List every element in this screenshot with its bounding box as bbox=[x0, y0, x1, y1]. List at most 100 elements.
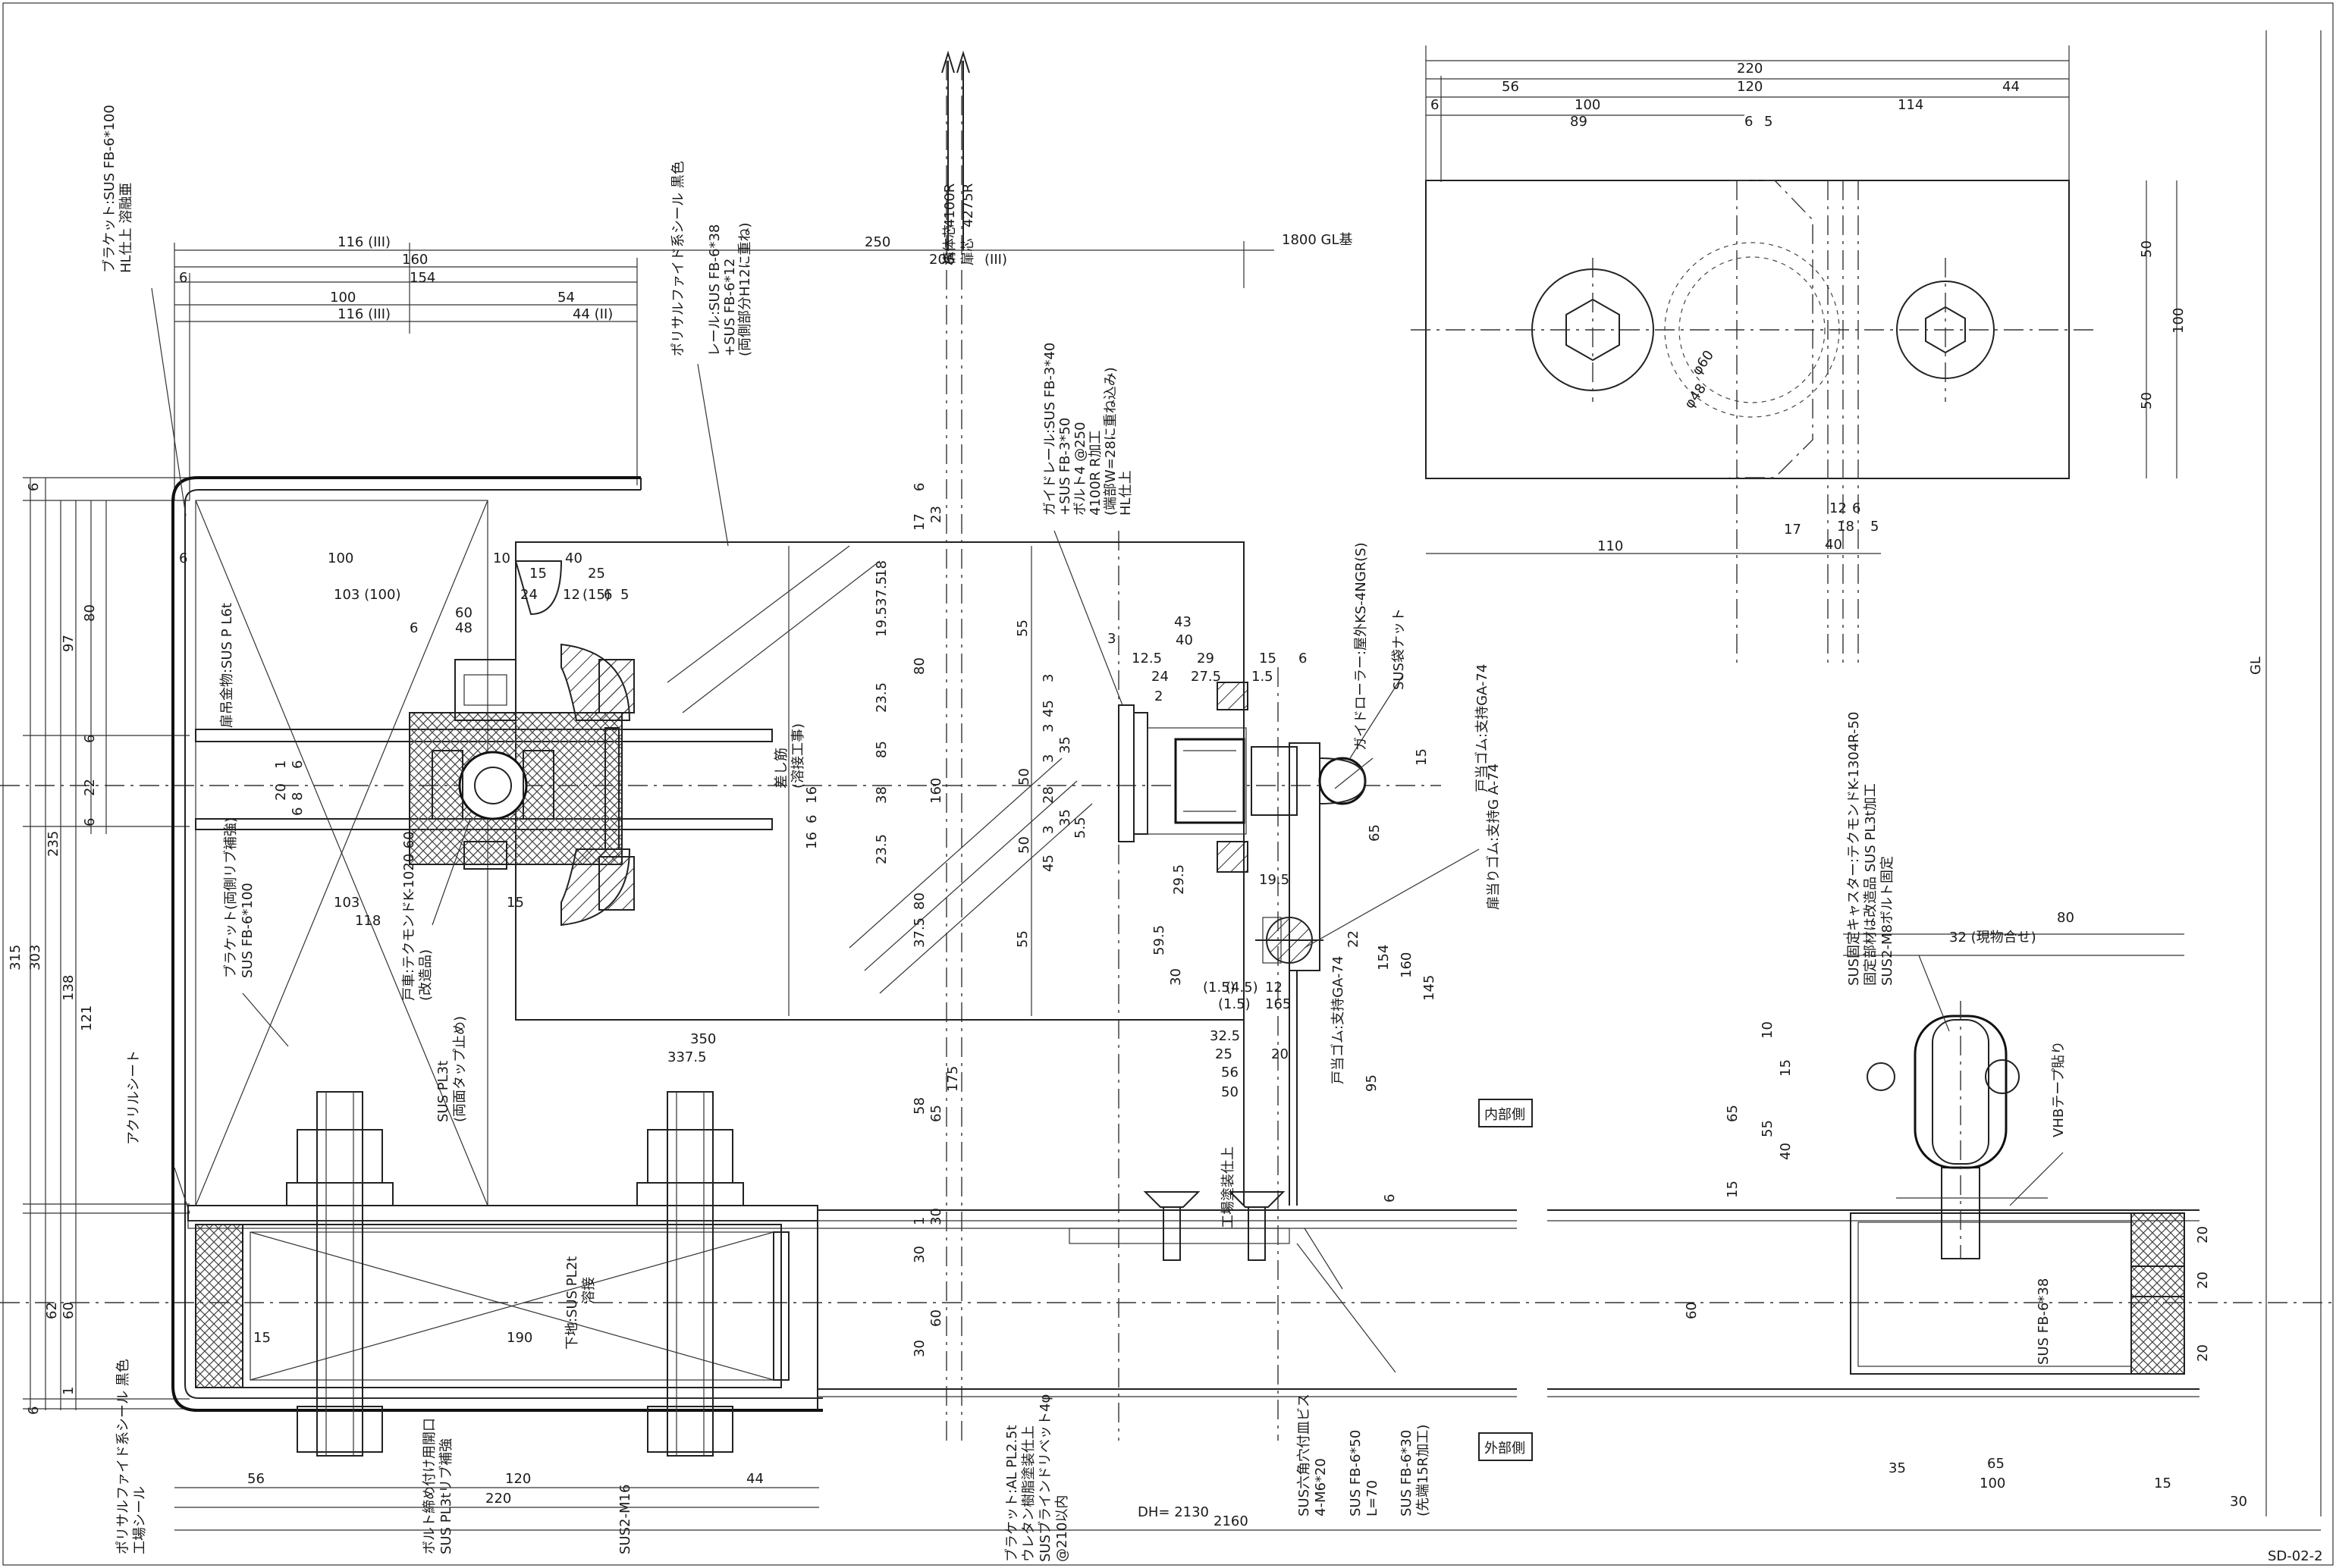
track-rails bbox=[818, 1191, 2199, 1397]
svg-text:175: 175 bbox=[945, 1066, 961, 1092]
svg-text:35: 35 bbox=[1889, 1460, 1906, 1476]
svg-text:44 (II): 44 (II) bbox=[573, 306, 613, 322]
svg-text:20: 20 bbox=[273, 783, 289, 801]
note-acrylic: アクリルシート bbox=[126, 1050, 142, 1145]
note-guide-roller: ガイドローラー:屋外KS-4NGR(S) bbox=[1353, 542, 1369, 751]
note-bottom-plate: 下地:SUS PL2t bbox=[564, 1256, 580, 1350]
left-vertical-dim-text: 6 97 80 6 235 22 6 315 303 138 121 62 60… bbox=[8, 483, 98, 1415]
svg-text:29.5: 29.5 bbox=[1171, 864, 1187, 895]
svg-text:37.5: 37.5 bbox=[874, 576, 890, 607]
svg-text:24: 24 bbox=[520, 587, 538, 603]
svg-text:100: 100 bbox=[330, 290, 356, 306]
svg-text:60: 60 bbox=[1684, 1302, 1700, 1319]
bolt-left bbox=[286, 1091, 394, 1457]
note-bolt-plate-1: ボルト締め付け用開口 bbox=[422, 1418, 438, 1554]
svg-text:30: 30 bbox=[2230, 1494, 2247, 1510]
svg-text:337.5: 337.5 bbox=[667, 1049, 707, 1065]
svg-text:80: 80 bbox=[912, 892, 928, 910]
svg-text:160: 160 bbox=[402, 252, 428, 268]
svg-text:50: 50 bbox=[1016, 836, 1032, 854]
note-bolt: SUS2-M16 bbox=[617, 1485, 633, 1554]
svg-text:16: 16 bbox=[804, 832, 820, 849]
top-dimensions bbox=[174, 241, 1274, 500]
svg-text:50: 50 bbox=[2139, 392, 2155, 409]
svg-text:138: 138 bbox=[61, 975, 77, 1001]
roller-vertical-dims: 3 45 3 35 3 50 28 35 3 45 5.5 50 bbox=[1016, 674, 1088, 872]
note-sus-nut: SUS袋ナット bbox=[1391, 608, 1407, 690]
svg-text:6: 6 bbox=[1744, 114, 1753, 130]
svg-text:12: 12 bbox=[563, 587, 580, 603]
radius-note-1: 構体芯 bbox=[942, 224, 958, 265]
bracket-frame-outer bbox=[171, 476, 823, 1412]
note-bracket2-1: ブラケット(両側リブ補強) bbox=[222, 817, 239, 978]
svg-text:25: 25 bbox=[588, 566, 605, 582]
bracket-frame-inner bbox=[184, 489, 823, 1399]
svg-text:56: 56 bbox=[247, 1471, 265, 1487]
svg-text:65: 65 bbox=[1367, 824, 1383, 842]
svg-text:303: 303 bbox=[27, 945, 43, 971]
svg-text:(15): (15) bbox=[582, 587, 611, 603]
svg-text:18: 18 bbox=[874, 560, 890, 578]
svg-text:6: 6 bbox=[26, 1406, 42, 1415]
note-plate-weld: 溶接 bbox=[581, 1277, 597, 1304]
svg-text:15: 15 bbox=[1259, 651, 1276, 666]
note-roller-1: 戸車:テクモンドK-1020-60 bbox=[401, 831, 417, 1001]
svg-text:220: 220 bbox=[485, 1491, 511, 1507]
svg-text:6: 6 bbox=[410, 620, 418, 636]
svg-text:100: 100 bbox=[1575, 97, 1600, 113]
note-rubber-2: 戸当ゴム:支持GA-74 bbox=[1330, 956, 1346, 1084]
svg-text:97: 97 bbox=[61, 635, 77, 652]
svg-text:20: 20 bbox=[2195, 1226, 2211, 1243]
svg-text:3: 3 bbox=[1041, 826, 1057, 834]
roller-area-dims: 3 43 40 12.5 29 27.5 15 6 1.5 24 2 bbox=[1107, 614, 1307, 704]
svg-text:6: 6 bbox=[179, 550, 187, 566]
svg-text:20: 20 bbox=[1271, 1046, 1289, 1062]
svg-text:3: 3 bbox=[1041, 754, 1057, 763]
svg-text:24: 24 bbox=[1151, 669, 1169, 685]
svg-text:110: 110 bbox=[1597, 538, 1623, 554]
svg-text:80: 80 bbox=[2057, 910, 2074, 926]
note-pl3t-2: (両面タップ止め) bbox=[452, 1016, 468, 1122]
note-poly-seal-bottom-1: ポリサルファイド系シール 黒色 bbox=[115, 1359, 131, 1554]
note-frame-3: SUSブラインドリベット4φ bbox=[1037, 1394, 1053, 1562]
svg-text:3: 3 bbox=[1041, 724, 1057, 732]
note-expansion-1: 差し筋 bbox=[774, 748, 790, 789]
svg-text:15: 15 bbox=[529, 566, 547, 582]
svg-text:30: 30 bbox=[1168, 968, 1184, 986]
svg-text:38: 38 bbox=[874, 786, 890, 804]
note-poly-seal-top: ポリサルファイド系シール 黒色 bbox=[670, 161, 686, 356]
svg-text:30: 30 bbox=[928, 1208, 944, 1225]
svg-text:15: 15 bbox=[507, 895, 524, 911]
svg-text:17: 17 bbox=[1784, 522, 1801, 538]
svg-text:40: 40 bbox=[1176, 632, 1193, 648]
radius-arrowheads bbox=[941, 50, 970, 74]
svg-text:160: 160 bbox=[928, 778, 944, 804]
svg-text:5: 5 bbox=[1764, 114, 1772, 130]
svg-text:1: 1 bbox=[912, 1217, 928, 1225]
svg-text:23.5: 23.5 bbox=[874, 834, 890, 864]
svg-text:95: 95 bbox=[1364, 1074, 1380, 1092]
svg-text:80: 80 bbox=[82, 604, 98, 622]
svg-text:60: 60 bbox=[928, 1309, 944, 1327]
svg-text:15: 15 bbox=[2154, 1475, 2171, 1491]
svg-text:6: 6 bbox=[1430, 97, 1439, 113]
note-hinge-block: 扉当りゴム:支持G A-74 bbox=[1486, 764, 1502, 910]
svg-text:65: 65 bbox=[928, 1105, 944, 1122]
svg-text:3: 3 bbox=[1107, 631, 1116, 647]
note-guide-rail-6: HL仕上 bbox=[1118, 470, 1134, 516]
svg-text:43: 43 bbox=[1174, 614, 1192, 630]
svg-text:(III): (III) bbox=[984, 252, 1007, 268]
note-tape: VHBテープ貼り bbox=[2051, 1041, 2067, 1137]
svg-text:114: 114 bbox=[1898, 97, 1923, 113]
note-rail-2: +SUS FB-6*12 bbox=[722, 259, 738, 356]
svg-text:121: 121 bbox=[79, 1005, 95, 1031]
svg-text:3: 3 bbox=[1041, 674, 1057, 682]
svg-text:32 (現物合せ): 32 (現物合せ) bbox=[1949, 930, 2036, 946]
svg-text:6: 6 bbox=[804, 815, 820, 823]
svg-text:206: 206 bbox=[929, 252, 955, 268]
outside-label: 外部側 bbox=[1484, 1441, 1525, 1457]
svg-text:80: 80 bbox=[912, 657, 928, 675]
svg-text:45: 45 bbox=[1041, 700, 1057, 717]
